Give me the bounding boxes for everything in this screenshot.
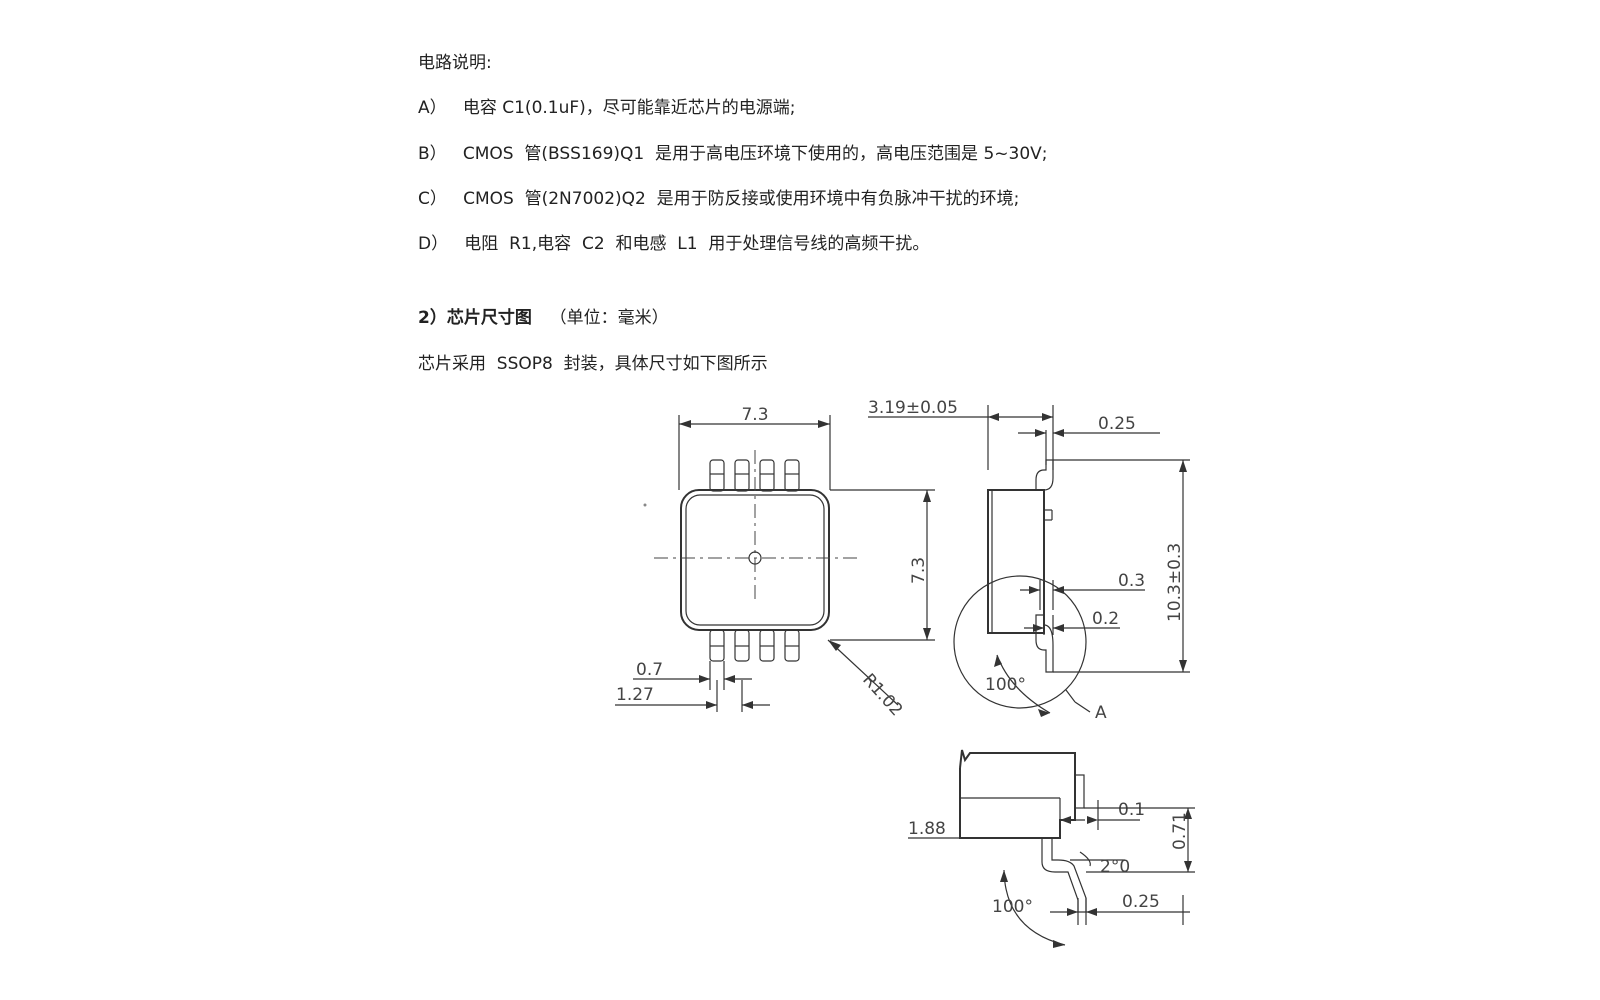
side-view: 3.19±0.05 0.25 10.3±0.3 0.3 (868, 398, 1190, 723)
package-height-label: 3.19±0.05 (868, 398, 958, 418)
detail-lead-label: 0.25 (1122, 892, 1160, 912)
lead-thickness-label: 0.25 (1098, 414, 1136, 434)
pin-width-label: 0.7 (636, 660, 663, 680)
circuit-note-b: B） CMOS 管(BSS169)Q1 是用于高电压环境下使用的，高电压范围是 … (418, 144, 1048, 164)
standoff-lower-label: 0.2 (1092, 609, 1119, 629)
circuit-note-c: C） CMOS 管(2N7002)Q2 是用于防反接或使用环境中有负脉冲干扰的环… (418, 189, 1020, 209)
total-length-label: 10.3±0.3 (1165, 543, 1185, 622)
detail-angle-label: 2°0 (1100, 857, 1130, 877)
detail-view: 1.88 0.1 0.71 2°0 100° 0.25 (908, 749, 1195, 948)
section-heading-title: 2）芯片尺寸图 (418, 308, 532, 328)
section-heading-unit: （单位：毫米） (549, 308, 669, 328)
pin-pitch-label: 1.27 (616, 685, 654, 705)
height-label: 7.3 (909, 557, 929, 584)
detail-offset-label: 0.1 (1118, 800, 1145, 820)
package-description: 芯片采用 SSOP8 封装，具体尺寸如下图所示 (418, 354, 768, 374)
standoff-upper-label: 0.3 (1118, 571, 1145, 591)
section-heading: 2）芯片尺寸图 （单位：毫米） (418, 308, 669, 328)
radius-label: R1.02 (858, 670, 906, 720)
circuit-note-d: D） 电阻 R1,电容 C2 和电感 L1 用于处理信号线的高频干扰。 (418, 234, 930, 254)
top-view: 7.3 7.3 (615, 405, 935, 720)
detail-a-label: A (1095, 703, 1107, 723)
circuit-title: 电路说明: (418, 53, 492, 73)
circuit-note-a: A） 电容 C1(0.1uF)，尽可能靠近芯片的电源端; (418, 98, 796, 118)
width-label: 7.3 (741, 405, 768, 425)
detail-body-label: 1.88 (908, 819, 946, 839)
side-angle-label: 100° (985, 675, 1026, 695)
detail-angle-bottom-label: 100° (992, 897, 1033, 917)
detail-height-label: 0.71 (1170, 812, 1190, 850)
